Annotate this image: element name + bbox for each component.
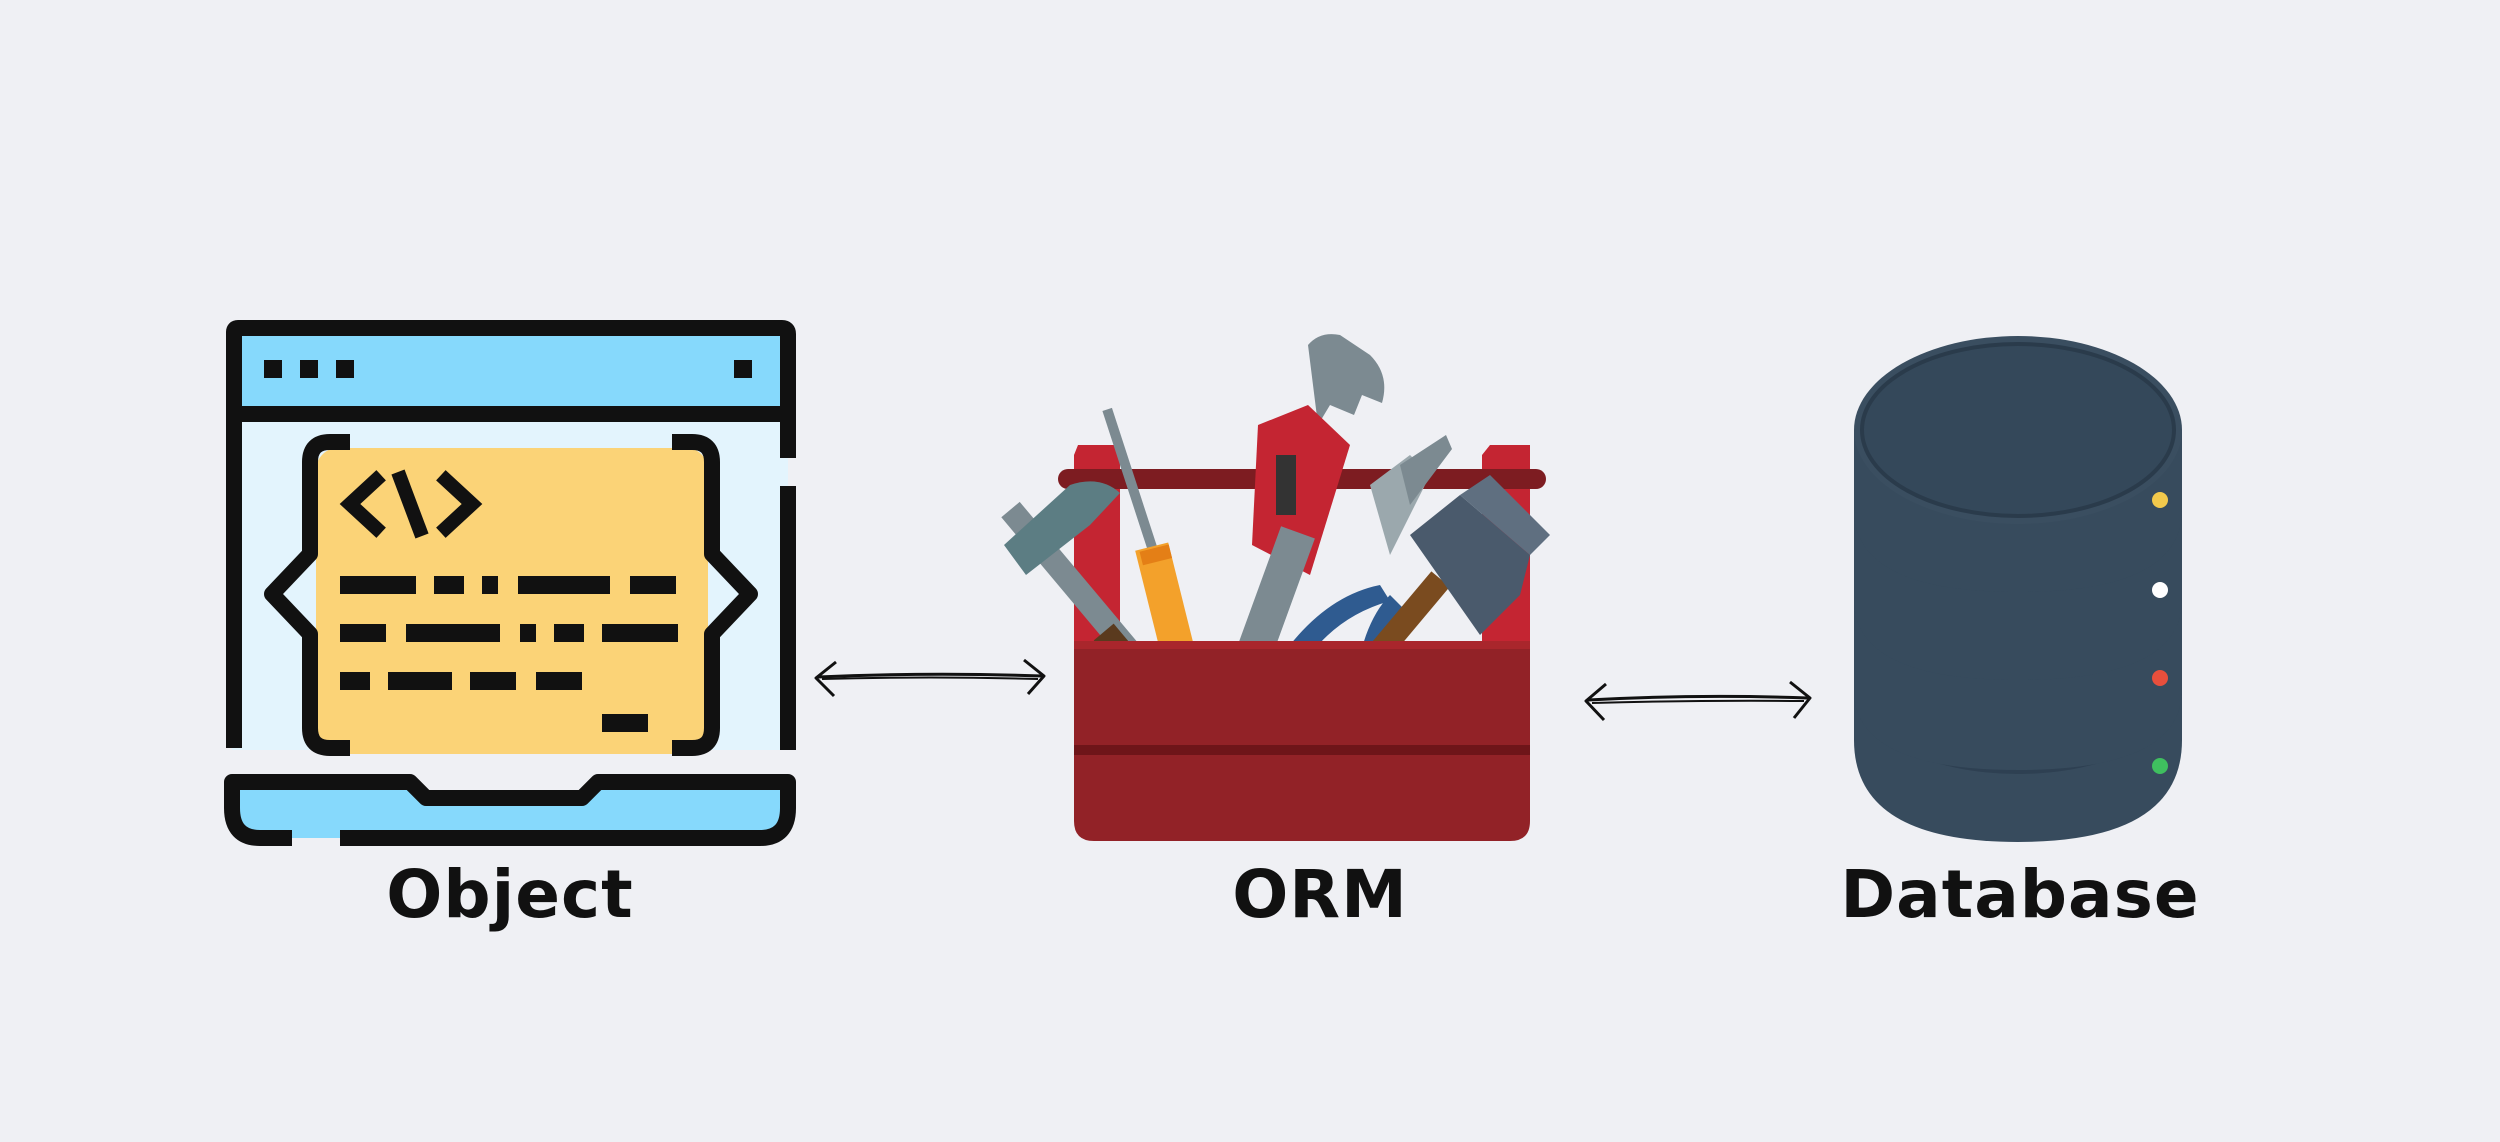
toolbox-icon — [1001, 334, 1550, 841]
object-label: Object — [386, 856, 634, 933]
double-arrow-icon — [814, 658, 1046, 698]
bidirectional-arrow-object-orm — [810, 652, 1050, 702]
object-node — [220, 318, 800, 858]
double-arrow-icon — [1584, 680, 1812, 722]
bidirectional-arrow-orm-database — [1580, 676, 1816, 726]
orm-label: ORM — [1232, 856, 1408, 933]
database-label: Database — [1840, 856, 2200, 933]
code-window-icon — [224, 320, 796, 846]
database-icon — [1854, 336, 2182, 842]
database-node — [1848, 330, 2188, 850]
orm-node — [990, 325, 1570, 855]
